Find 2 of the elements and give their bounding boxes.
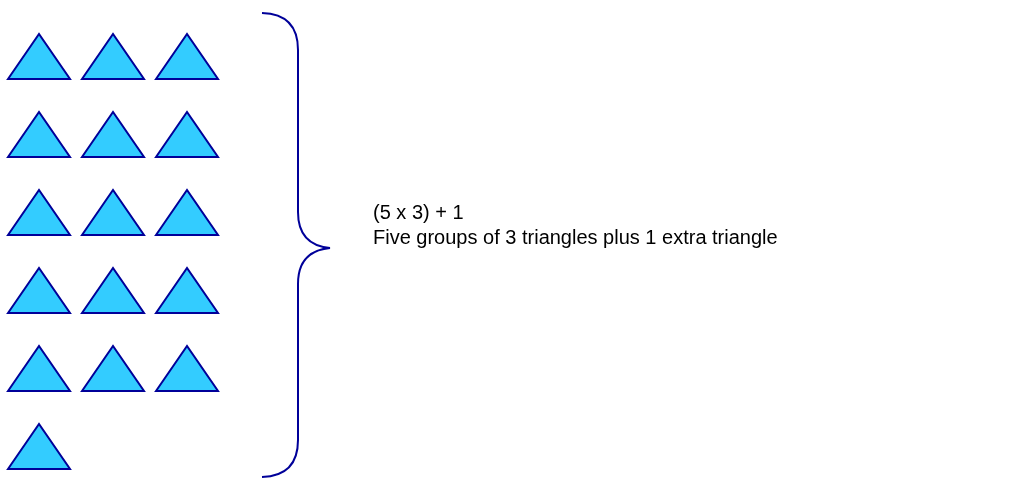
description-text: Five groups of 3 triangles plus 1 extra triangle	[373, 225, 778, 249]
expression-text: (5 x 3) + 1	[373, 200, 464, 224]
